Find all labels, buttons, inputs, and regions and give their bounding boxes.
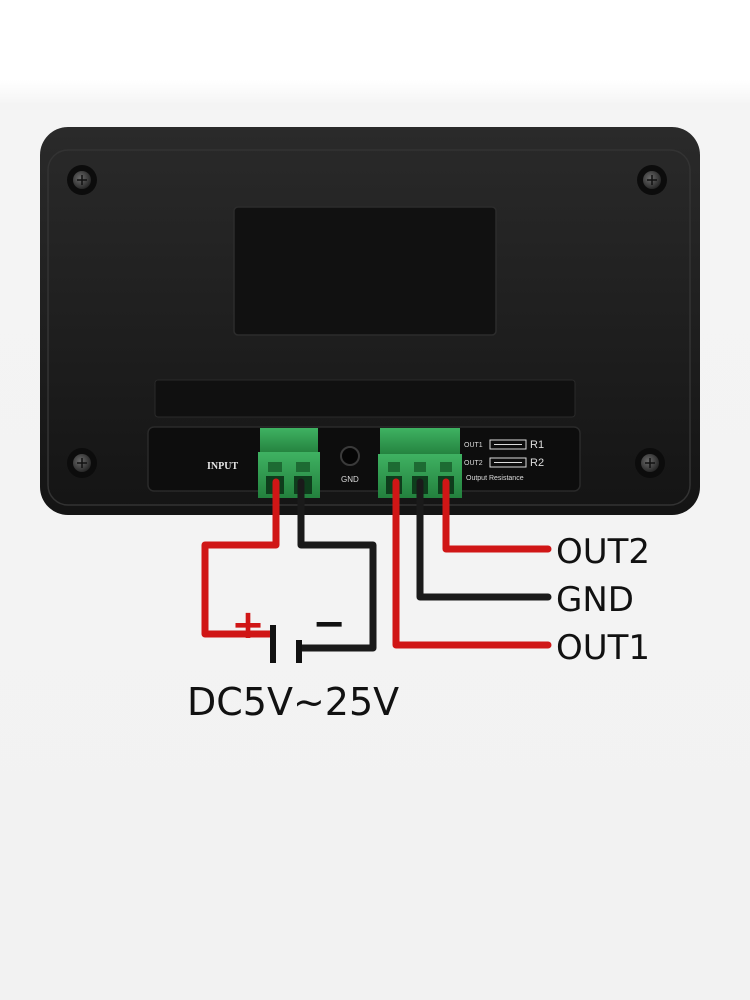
wire-supply-negative <box>297 478 377 652</box>
out1-label: OUT1 <box>556 628 650 668</box>
label-slot <box>154 379 576 418</box>
gnd-socket-label: GND <box>341 475 359 484</box>
out2-label: OUT2 <box>556 532 650 572</box>
module-bezel <box>47 149 691 506</box>
display-window <box>233 206 497 336</box>
minus-sign: − <box>312 601 346 647</box>
screw-icon <box>637 165 667 195</box>
out2-tag: OUT2 <box>464 460 483 467</box>
r1-label: R1 <box>530 439 544 451</box>
output-terminal-block <box>378 428 462 498</box>
wire-out2 <box>442 478 552 553</box>
terminal-panel <box>147 426 581 492</box>
output-resistance-label: Output Resistance <box>466 475 524 482</box>
out1-tag: OUT1 <box>464 442 483 449</box>
wire-gnd <box>416 478 552 601</box>
wire-supply-positive <box>201 478 280 638</box>
supply-voltage-label: DC5V~25V <box>187 680 399 724</box>
screw-icon <box>635 448 665 478</box>
gnd-label: GND <box>556 580 634 620</box>
input-label: INPUT <box>207 461 238 472</box>
battery-symbol <box>270 625 302 663</box>
resistor-jumper-icon <box>489 439 527 468</box>
input-terminal-block <box>258 428 320 498</box>
r2-label: R2 <box>530 457 544 469</box>
plus-sign: + <box>231 602 265 648</box>
screw-icon <box>67 165 97 195</box>
gnd-socket <box>340 446 360 466</box>
wire-out1 <box>392 478 552 649</box>
screw-icon <box>67 448 97 478</box>
